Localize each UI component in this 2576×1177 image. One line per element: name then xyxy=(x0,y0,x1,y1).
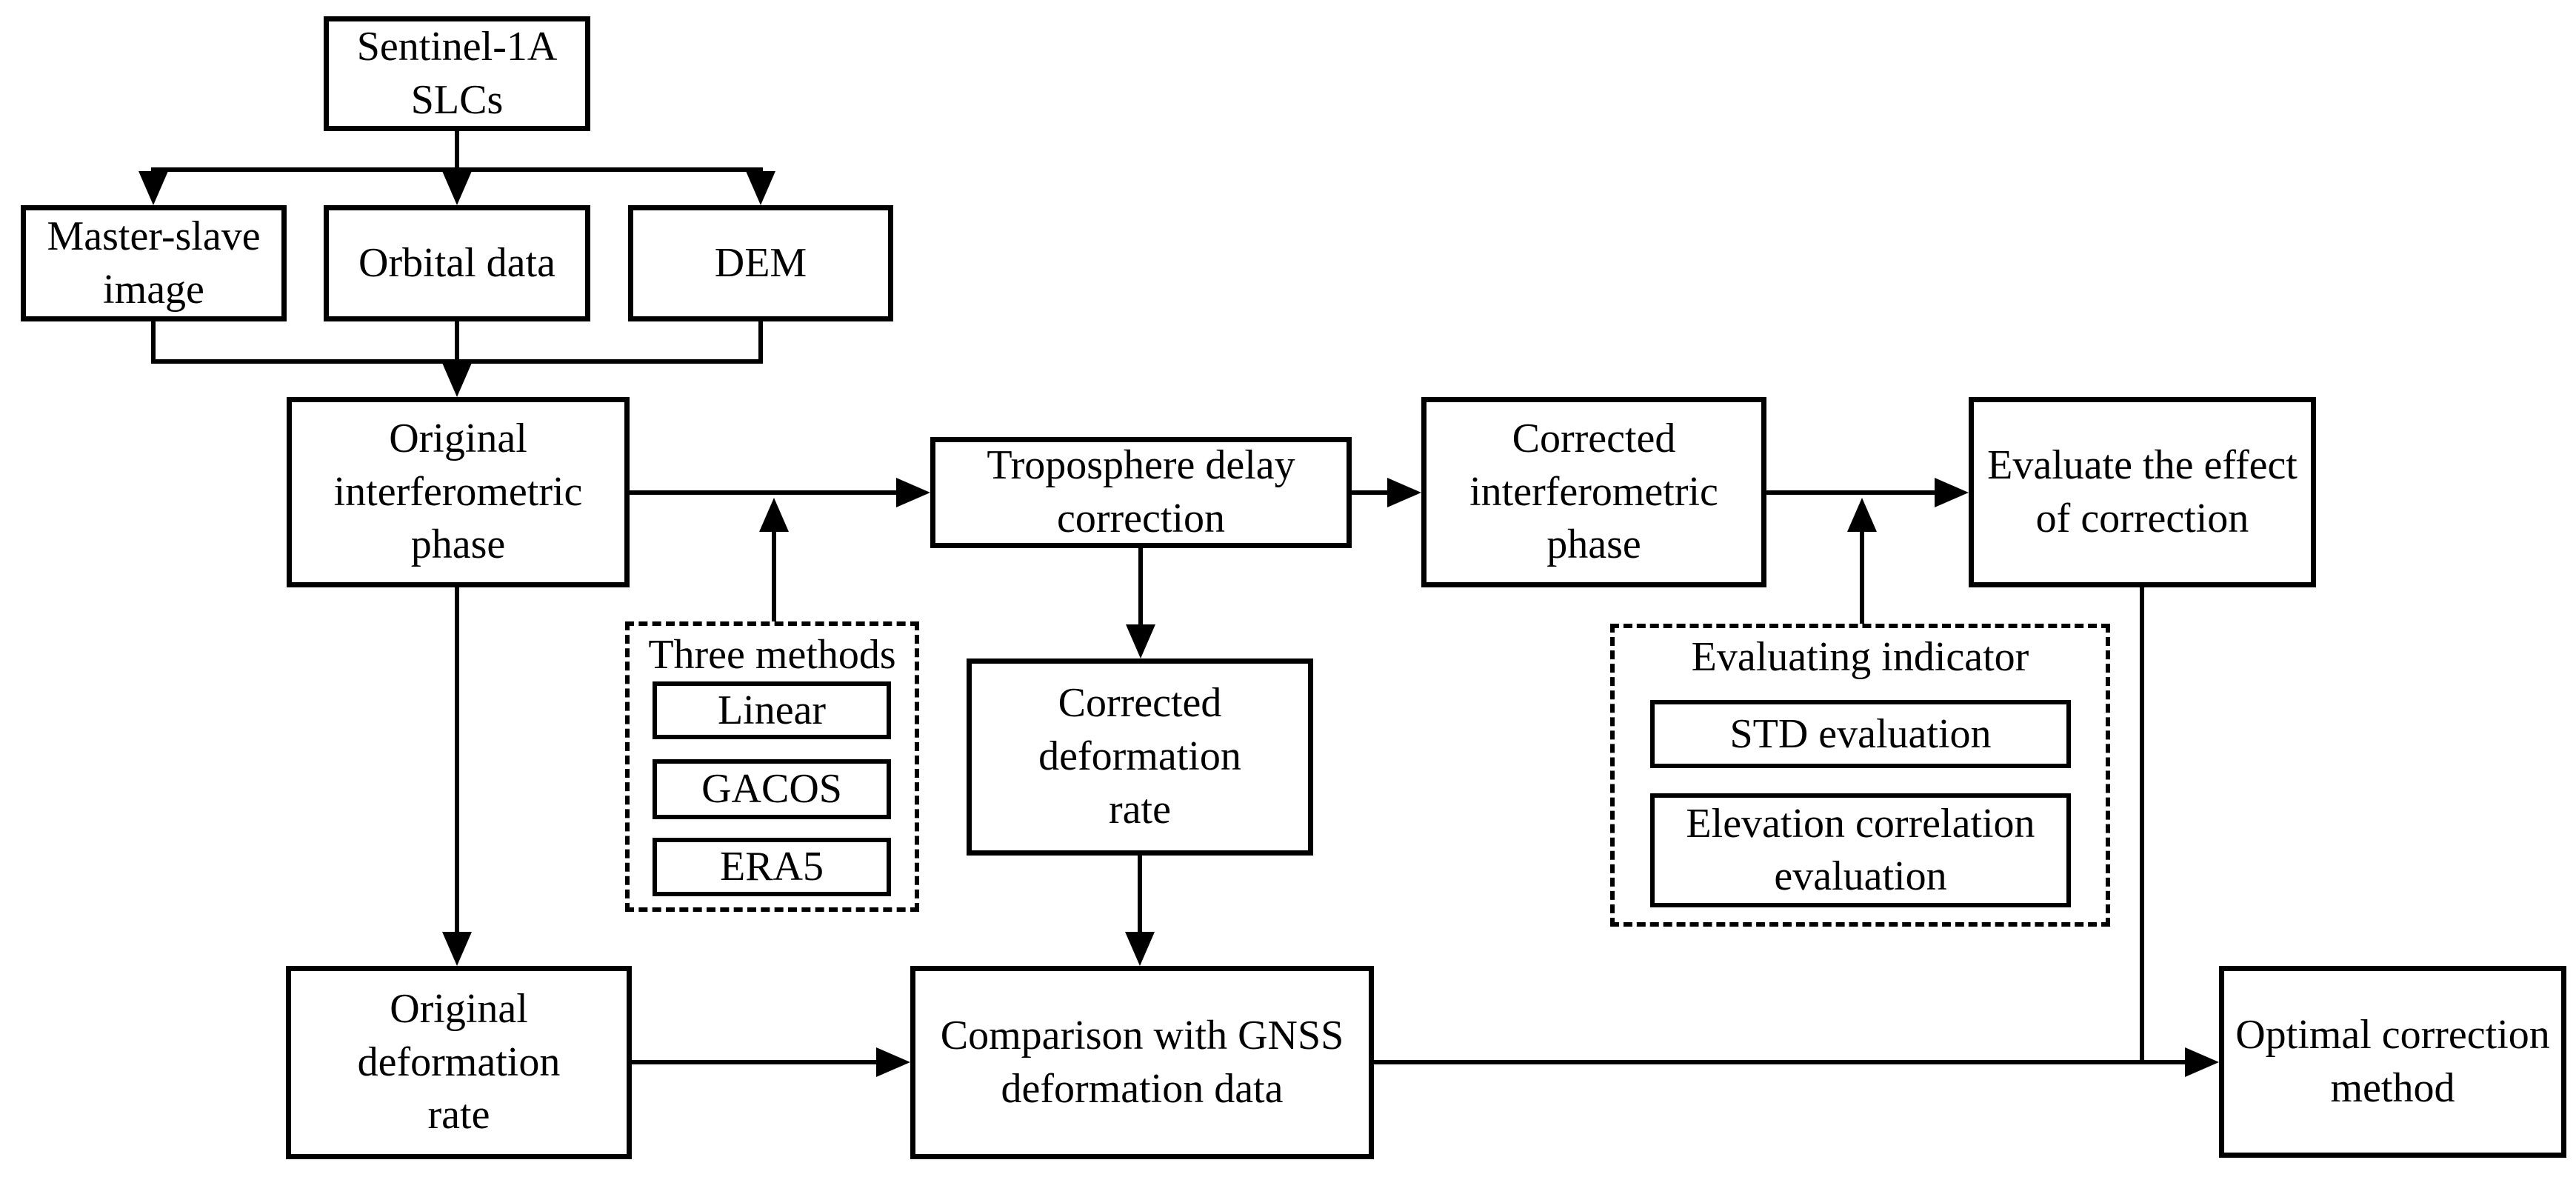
arrowhead-into-tropo-correction xyxy=(896,478,930,507)
group-evaluating-indicator: Evaluating indicator STD evaluation Elev… xyxy=(1610,624,2110,927)
connector-original-phase-down xyxy=(455,587,459,933)
group-three-methods: Three methods Linear GACOS ERA5 xyxy=(625,621,919,912)
method-gacos: GACOS xyxy=(653,759,891,819)
arrowhead-three-methods-up xyxy=(759,498,789,532)
arrowhead-into-optimal-method xyxy=(2185,1047,2219,1077)
connector-dem-down xyxy=(758,321,763,364)
arrowhead-into-evaluate-effect xyxy=(1935,478,1969,507)
connector-sentinel-drop xyxy=(455,131,459,172)
arrowhead-into-original-phase xyxy=(442,363,472,397)
node-troposphere-delay-correction: Troposphere delay correction xyxy=(930,437,1352,548)
node-original-deformation-rate: Original deformation rate xyxy=(286,966,632,1159)
group-three-methods-label: Three methods xyxy=(648,632,896,678)
arrowhead-into-gnss-comparison-left xyxy=(876,1047,910,1077)
arrowhead-evaluating-indicator-up xyxy=(1847,498,1877,532)
indicator-std-evaluation: STD evaluation xyxy=(1650,700,2071,768)
connector-corrected-rate-down xyxy=(1138,856,1142,933)
connector-gnss-to-optimal xyxy=(1374,1060,2186,1064)
arrowhead-into-dem xyxy=(746,171,775,205)
node-master-slave-image: Master-slave image xyxy=(21,205,287,321)
connector-tropo-down xyxy=(1138,548,1143,627)
connector-evaluating-indicator-up xyxy=(1860,529,1864,624)
node-corrected-deformation-rate: Corrected deformation rate xyxy=(967,658,1313,856)
node-evaluate-effect-of-correction: Evaluate the effect of correction xyxy=(1969,397,2316,587)
node-dem: DEM xyxy=(628,205,893,321)
connector-orbital-down xyxy=(455,321,459,364)
method-linear: Linear xyxy=(653,681,891,739)
node-original-interferometric-phase: Original interferometric phase xyxy=(287,397,630,587)
node-corrected-interferometric-phase: Corrected interferometric phase xyxy=(1421,397,1766,587)
arrowhead-into-original-rate xyxy=(442,932,472,966)
connector-corrected-phase-to-evaluate xyxy=(1766,490,1938,495)
method-era5: ERA5 xyxy=(653,838,891,896)
arrowhead-into-gnss-comparison-top xyxy=(1125,932,1155,966)
node-gnss-comparison: Comparison with GNSS deformation data xyxy=(910,966,1374,1159)
connector-three-methods-up xyxy=(772,529,776,621)
indicator-elevation-correlation: Elevation correlation evaluation xyxy=(1650,793,2071,907)
group-evaluating-indicator-label: Evaluating indicator xyxy=(1691,634,2029,680)
connector-tropo-to-corrected-phase xyxy=(1352,490,1390,495)
node-optimal-correction-method: Optimal correction method xyxy=(2219,966,2566,1158)
connector-evaluate-effect-down xyxy=(2140,587,2144,1062)
connector-master-slave-down xyxy=(151,321,156,364)
connector-original-rate-to-gnss xyxy=(632,1060,878,1064)
arrowhead-into-corrected-rate xyxy=(1126,624,1155,658)
connector-phase-to-tropo xyxy=(630,490,899,495)
arrowhead-into-master-slave xyxy=(139,171,168,205)
node-sentinel-slcs: Sentinel-1A SLCs xyxy=(324,16,590,131)
arrowhead-into-orbital xyxy=(442,171,472,205)
arrowhead-into-corrected-phase xyxy=(1387,478,1421,507)
node-orbital-data: Orbital data xyxy=(324,205,590,321)
